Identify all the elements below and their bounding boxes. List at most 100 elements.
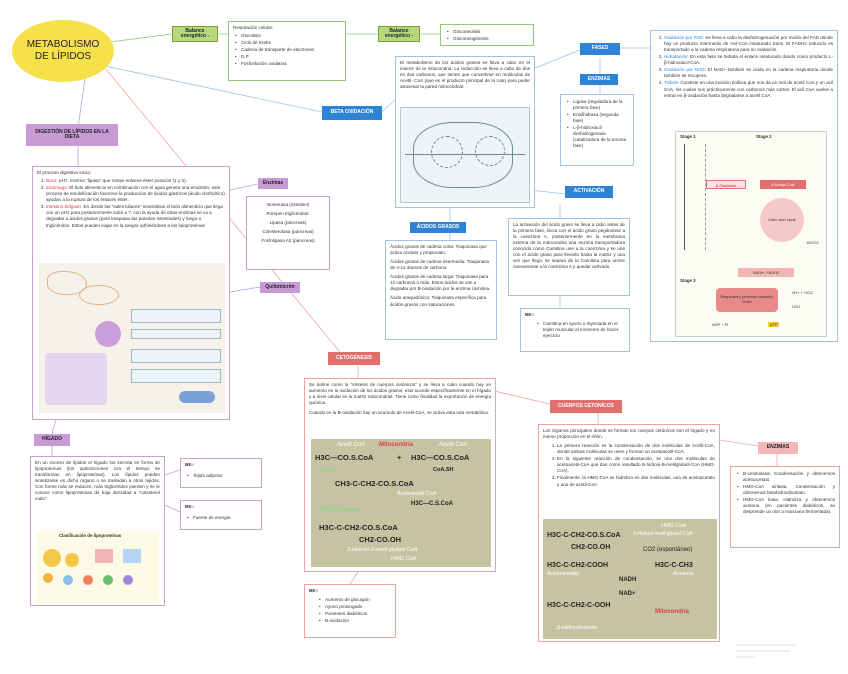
step-text: El bolo alimenticio en combinación con e… [46, 185, 225, 203]
chem-formula: H3C-C-CH2-CO.S.CoA [547, 532, 621, 539]
chem-label: Mitocondria [655, 609, 689, 615]
activacion-text: La activación del ácido graso se lleva a… [513, 222, 625, 270]
chem-formula: CH2-CO.OH [571, 544, 611, 551]
enzimas-tag-2: ENZIMAS [580, 74, 618, 85]
enzyme-item: HMG-CoA liasa: Hidroliza y obtenemos ace… [737, 497, 835, 515]
balance-item: D.P [235, 54, 341, 60]
adp-label: ADP + Pi [712, 322, 729, 327]
digestion-intro: El proceso digestivo inicia: [37, 170, 92, 175]
cuerpos-intro: Los órganos principales donde se forman … [543, 428, 715, 440]
phase-text: Se lleva a cabo la deshidrogenación por … [664, 35, 833, 53]
resp-chain-label: Respiratory (electron-transfer) chain [716, 288, 778, 312]
chem-formula: H3C—CO.S.CoA [315, 453, 374, 462]
enzyme-item: Rompen triglicéridos: [266, 211, 310, 217]
beta-box: El metabolismo de los ácidos grasos se l… [395, 56, 535, 208]
chem-formula: CH3-C-CH2-CO.S.CoA [335, 479, 414, 488]
chem-formula: H3C-C-CH3 [655, 562, 693, 569]
acidos-tag: ÁCIDOS GRASOS [410, 222, 466, 233]
chem-formula: + [397, 453, 402, 462]
enzyme-item: Enoilhidrasa (segunda fase) [567, 112, 629, 124]
balance-tag-2: Balance energético - [378, 26, 420, 42]
step-key: Boca: [46, 178, 58, 184]
chem-label: β-Hidroxibutirato [557, 625, 598, 631]
balance-item: Gluconeolisis [447, 29, 529, 35]
enzyme-item: Colesterolasa (páncreas) [262, 229, 314, 235]
watermark [736, 640, 816, 670]
balance-box-2: Gluconeolisis Gluconeogénesis [440, 24, 534, 46]
fases-tag: FASES [580, 43, 620, 55]
chem-formula: H3C-C-CH2-C-OOH [547, 602, 611, 609]
chem-formula: H3C-C-CH2-CO.S.CoA [319, 523, 398, 532]
phase-key: Oxidación por NAD: [664, 67, 706, 73]
acidos-box: Ácidos grasos de cadena corta: Tiaquinas… [385, 240, 497, 340]
chem-label: HMG-CoA sintasa [319, 507, 360, 513]
acidos-para: Ácidos grasos de cadena larga: Tiaquinas… [390, 274, 491, 292]
enzimas-tag-1: Enzimas [258, 178, 288, 189]
beta-text: El metabolismo de los ácidos grasos se l… [400, 60, 530, 90]
chem-formula: H3C—CO.S.CoA [411, 453, 470, 462]
balance-heading: Respiración celular: [233, 25, 274, 30]
chem-formula: H3C—C.S.CoA [411, 501, 454, 507]
digestion-box: El proceso digestivo inicia: Boca: pH7, … [32, 166, 230, 420]
atp-label: ATP [768, 322, 780, 328]
be-box-3: BE-: Carnitina en ayuno o inyectada en e… [520, 308, 630, 352]
step-key: Estómago: [46, 185, 68, 191]
higado-tag: HÍGADO [34, 434, 70, 446]
balance-item: Gluconeogénesis [447, 36, 529, 42]
page-title: METABOLISMO DE LÍPIDOS [26, 39, 100, 62]
lipoprotein-title: Clasificación de lipoproteínas [59, 533, 122, 538]
higado-box: En un exceso de lípidos el hígado los se… [30, 456, 165, 606]
cuerpos-step: La primera reacción es la condensación d… [557, 443, 715, 455]
cetogenesis-text: Se define como la "síntesis de cuerpos c… [309, 382, 491, 406]
be-item: Aumento de glucagón [319, 597, 391, 603]
be-box-4: BE-: Aumento de glucagón Ayuno prolongad… [304, 584, 396, 638]
enzyme-item: Isomerasa (intestino) [266, 202, 310, 207]
be-item: Pacientes diabéticos [319, 611, 391, 617]
cuerpos-tag: CUERPOS CETONICOS [550, 400, 622, 413]
be-item: Tejido adiposo [187, 473, 257, 479]
enzyme-item: Fosfolipasa A2 (páncreas) [261, 238, 315, 244]
chem-label: Mitocondria [379, 442, 413, 448]
acidos-para: Ácidos grasos de cadena corta: Tiaquinas… [390, 244, 487, 256]
be-box-1: BE-: Tejido adiposo [180, 458, 262, 488]
beta-tag: BETA OXIDACIÓN [322, 106, 382, 120]
higado-text: En un exceso de lípidos el hígado los se… [35, 460, 160, 502]
cetogenesis-box: Se define como la "síntesis de cuerpos c… [304, 378, 496, 572]
chem-formula: NAD+ [619, 591, 636, 597]
enzyme-item: B-cetotiolasa: Condensación y obtenemos … [737, 471, 835, 483]
nadh-label: NADH, FADH2 [738, 268, 794, 277]
mitochondria-diagram [400, 107, 530, 203]
cuerpos-step: Finalmente, la HMG-CoA se hidroliza en d… [557, 475, 715, 487]
enzyme-item: Lipasa (páncreas) [269, 220, 307, 226]
chem-formula: H3C-C-CH2-COOH [547, 562, 609, 569]
chem-label: Acetil CoA [439, 442, 468, 448]
be-item: B-oxidación [319, 618, 391, 624]
chem-formula: NADH [619, 577, 637, 583]
enzyme-item: Ligasa (reguladora de la primera fase) [567, 99, 629, 111]
acidos-para: Ácidos grasos de cadena intermedia: Tiaq… [390, 259, 490, 271]
chem-formula: CoA.SH [433, 467, 454, 473]
be-item: Ayuno prolongado [319, 604, 391, 610]
phase-key: Hidratación: [664, 54, 689, 60]
enzyme-item: L-β-hidroxiacil deshidrogenasa (cataliza… [567, 125, 629, 149]
be-label: BE-: [309, 588, 319, 593]
step-text: pH7, enzima "lipasa" que rompe enlaces é… [57, 178, 187, 184]
phase-text: En esta fase se hidrata el enlace insatu… [664, 54, 833, 66]
chem-label: Acetil CoA [337, 442, 366, 448]
co2-label: 16CO2 [806, 240, 819, 245]
chem-label: Acetoacetato [547, 571, 580, 577]
chem-label: Tiolasa [319, 467, 335, 473]
be-label: BE-: [185, 462, 195, 467]
balance-tag-1: Balance energético - [172, 26, 218, 42]
phase-text: Consiste en una incisión tiolítica que n… [664, 80, 833, 98]
be-item: Fuente de energía [187, 515, 257, 521]
stage-2-label: Stage 2 [756, 134, 772, 139]
citric-label: Citric acid cycle [768, 217, 796, 223]
title-ellipse: METABOLISMO DE LÍPIDOS [12, 20, 114, 82]
cuerpos-box: Los órganos principales donde se forman … [538, 424, 720, 642]
phase-key: Tiólisis: [664, 80, 680, 86]
activacion-box: La activación del ácido graso se lleva a… [508, 218, 630, 296]
step-key: Intestino delgado: [46, 204, 83, 210]
quilomicron-tag: Quilomicrón [260, 282, 300, 293]
chem-label: 3-Hidroxi-3 metil-glutaril CoA [347, 547, 418, 553]
